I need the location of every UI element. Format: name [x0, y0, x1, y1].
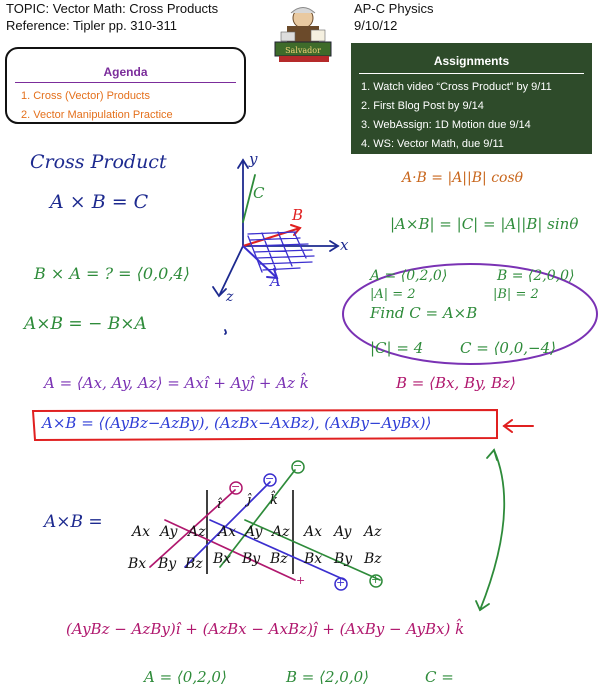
magnitude-formula: |A×B| = |C| = |A||B| sinθ: [390, 215, 579, 233]
bottom-vector-a: A = ⟨0,2,0⟩: [144, 668, 227, 686]
assignment-item: 3. WebAssign: 1D Motion due 9/14: [361, 119, 531, 131]
z-axis-line: [219, 245, 244, 295]
matrix-cell: Bx: [213, 551, 232, 567]
assignment-item: 2. First Blog Post by 9/14: [361, 100, 484, 112]
matrix-cell: Az: [364, 524, 382, 540]
matrix-cell: Ax: [132, 524, 151, 540]
cross-product-formula: A×B = ⟨(AyBz−AzBy), (AzBx−AxBz), (AxBy−A…: [42, 414, 432, 432]
matrix-cell: By: [334, 551, 353, 567]
matrix-cell: Ax: [218, 524, 237, 540]
matrix-cell: Bx: [128, 556, 147, 572]
agenda-item: 2. Vector Manipulation Practice: [21, 109, 173, 121]
matrix-cell: By: [242, 551, 261, 567]
vector-label-c: C: [253, 184, 265, 202]
matrix-cell: Ax: [304, 524, 323, 540]
matrix-cell: Bz: [185, 556, 203, 572]
matrix-cell: Bz: [270, 551, 288, 567]
assignment-item: 4. WS: Vector Math, due 9/11: [361, 138, 504, 150]
axis-label-y: y: [249, 150, 258, 168]
sign-plus: +: [296, 574, 306, 587]
date: 9/10/12: [354, 18, 398, 33]
assignments-title: Assignments: [433, 54, 510, 68]
b-components: B = ⟨Bx, By, Bz⟩: [396, 374, 516, 392]
matrix-cell: Az: [188, 524, 206, 540]
matrix-cell: Ay: [160, 524, 178, 540]
assignment-item: 1. Watch video “Cross Product” by 9/11: [361, 81, 552, 93]
matrix-cell: Ay: [245, 524, 263, 540]
matrix-cell: Bx: [304, 551, 323, 567]
topic-line: TOPIC: Vector Math: Cross Products: [6, 1, 219, 16]
unit-k: k̂: [270, 493, 278, 508]
assignments-divider: [359, 73, 584, 74]
assignments-box: Assignments 1. Watch video “Cross Produc…: [351, 43, 592, 154]
matrix-cell: Bz: [364, 551, 382, 567]
example-mag-a: |A| = 2: [370, 287, 416, 302]
bottom-vector-b: B = ⟨2,0,0⟩: [286, 668, 369, 686]
example-vector-b: B = ⟨2,0,0⟩: [497, 268, 575, 284]
dot-product-formula: A·B = |A||B| cosθ: [402, 170, 524, 186]
sign-minus: −: [231, 480, 241, 493]
unit-j: ĵ: [247, 493, 252, 508]
axis-label-z: z: [226, 289, 234, 305]
example-mag-b: |B| = 2: [493, 287, 539, 302]
unit-i: î: [217, 497, 222, 512]
sign-plus: +: [371, 573, 381, 586]
agenda-box: Agenda 1. Cross (Vector) Products 2. Vec…: [5, 47, 246, 124]
agenda-divider: [15, 82, 236, 83]
agenda-item: 1. Cross (Vector) Products: [21, 90, 150, 102]
example-result-c: C = ⟨0,0,−4⟩: [460, 339, 557, 357]
reference-line: Reference: Tipler pp. 310-311: [6, 18, 178, 33]
anticommutative-equation: A×B = − B×A: [24, 314, 147, 334]
agenda-title: Agenda: [103, 65, 148, 79]
matrix-cell: Az: [272, 524, 290, 540]
sign-minus: −: [293, 459, 303, 472]
vector-label-b: B: [292, 206, 304, 224]
axb-equals-c: A × B = C: [50, 191, 149, 213]
example-mag-c: |C| = 4: [370, 339, 424, 357]
matrix-cell: Ay: [334, 524, 352, 540]
example-vector-a: A = ⟨0,2,0⟩: [370, 268, 448, 284]
expanded-result: (AyBz − AzBy)î + (AzBx − AxBz)ĵ + (AxBy …: [66, 620, 465, 638]
axis-label-x: x: [340, 236, 349, 254]
vector-label-a: A: [270, 272, 281, 290]
sign-plus: +: [336, 576, 346, 589]
teacher-logo: Salvador: [267, 4, 337, 64]
axb-matrix-label: A×B =: [44, 512, 103, 532]
bxa-equation: B × A = ? = ⟨0,0,4⟩: [34, 264, 190, 283]
matrix-cell: By: [158, 556, 177, 572]
cross-product-heading: Cross Product: [30, 151, 167, 173]
course-name: AP-C Physics: [354, 1, 434, 16]
svg-text:Salvador: Salvador: [285, 46, 321, 55]
sign-minus: −: [265, 472, 275, 485]
a-components: A = ⟨Ax, Ay, Az⟩ = Axî + Ayĵ + Az k̂: [44, 374, 309, 392]
example-find: Find C = A×B: [370, 304, 478, 322]
bottom-vector-c: C =: [425, 668, 454, 686]
